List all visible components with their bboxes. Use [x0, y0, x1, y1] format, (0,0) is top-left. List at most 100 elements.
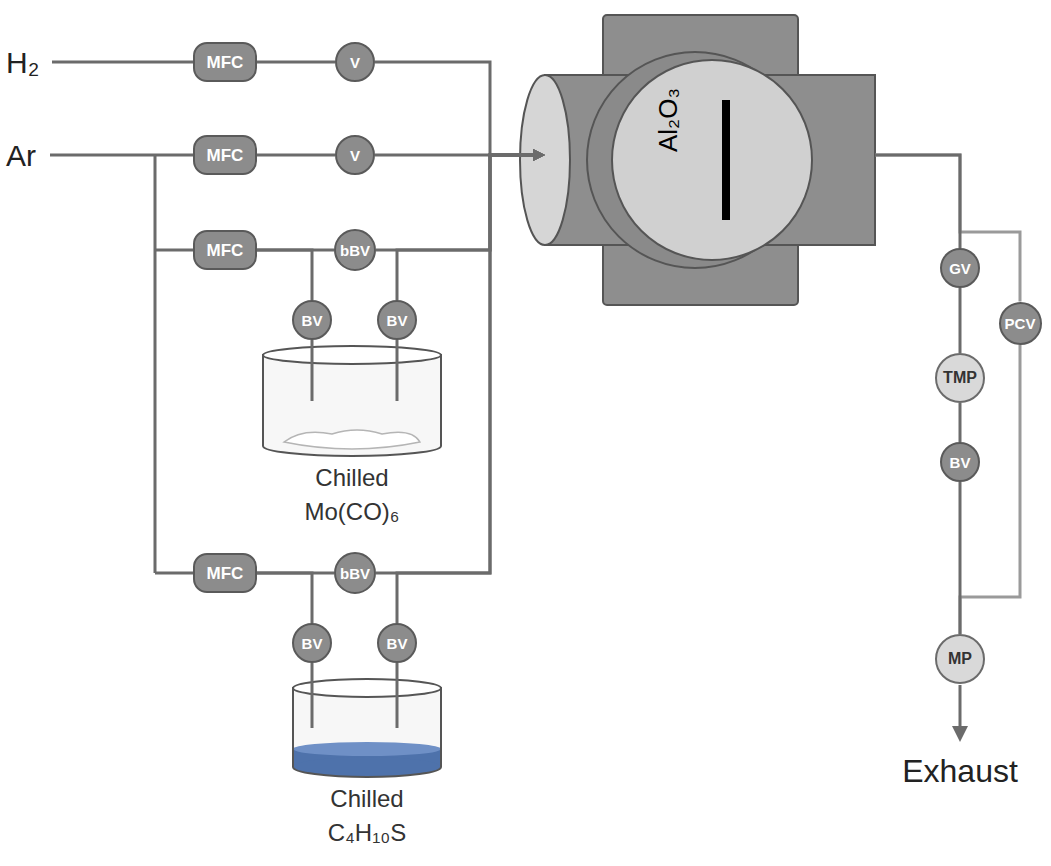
substrate-bar: [722, 100, 730, 220]
ar-feed-line: [50, 154, 194, 157]
dip-tube: [396, 345, 399, 401]
node-text: Chilled C₄H₁₀S: [302, 782, 432, 850]
pipe-connector: [397, 663, 398, 678]
valve-outline-circle: [378, 624, 416, 662]
chamber-window: [612, 60, 812, 260]
node-text: bBV: [340, 243, 370, 258]
valve-circle: V: [335, 135, 375, 175]
node-text: Chilled Mo(CO)₆: [287, 461, 417, 529]
valve-outline-circle: [335, 230, 375, 270]
node-text: BV: [387, 636, 408, 651]
pipe-connector: [875, 155, 960, 248]
node-text: PCV: [1005, 316, 1036, 331]
pipe-line: [396, 340, 399, 345]
pipe-connector: [257, 155, 335, 156]
node-text: MP: [948, 651, 972, 667]
dip-tube: [311, 345, 314, 401]
pipe-connector: [257, 250, 312, 300]
valve-outline-circle: [936, 635, 984, 683]
arrowhead: [533, 149, 545, 161]
node-text: BV: [302, 313, 323, 328]
pipe-connector: [257, 573, 312, 623]
valve-outline-circle: [941, 443, 979, 481]
node-text: MFC: [207, 147, 244, 164]
valve-outline-circle: [336, 43, 374, 81]
valve-circle: bBV: [334, 552, 376, 594]
ar-branch-line: [154, 155, 157, 573]
pipe-connector: [376, 149, 545, 250]
node-text: GV: [949, 261, 971, 276]
node-text: Al₂O₃: [655, 88, 681, 152]
node-text: bBV: [340, 566, 370, 581]
pipe-connector: [397, 340, 398, 345]
bubbler-lid: [293, 679, 441, 697]
pipe-line: [959, 482, 962, 634]
pipe-connector: [257, 62, 335, 63]
pipe-line: [396, 663, 399, 678]
valve-outline-circle: [378, 301, 416, 339]
arrowhead: [533, 149, 545, 161]
node-text: MFC: [207, 565, 244, 582]
label-holder: H₂: [6, 46, 39, 79]
powder-pile: [284, 430, 420, 449]
pipe-connector: [960, 288, 961, 353]
valve-outline-circle: [336, 136, 374, 174]
label-holder: Exhaust: [902, 754, 1018, 789]
pipe-line: [257, 250, 312, 300]
bubbler-outline: [293, 688, 441, 777]
pipe-connector: [875, 155, 1020, 302]
pipe-line: [311, 663, 314, 678]
bubbler-canister: Chilled C₄H₁₀S: [292, 678, 442, 852]
pipe-line: [875, 155, 960, 248]
valve-outline-circle: [335, 553, 375, 593]
valve-outline-circle: [941, 249, 979, 287]
deposition-chamber: Al₂O₃: [545, 10, 875, 300]
arrowhead: [533, 149, 545, 161]
valve-circle: V: [335, 42, 375, 82]
mass-flow-controller: MFC: [193, 553, 257, 593]
pipe-connector: [960, 403, 961, 442]
h2-feed-line: [52, 61, 194, 64]
node-text: BV: [302, 636, 323, 651]
pipe-connector: [397, 149, 545, 300]
arrowhead: [533, 149, 545, 161]
pipe-connector: [960, 482, 961, 634]
arrowhead: [533, 149, 545, 161]
exhaust-arrowhead: [952, 726, 968, 742]
bubbler-outline: [263, 355, 441, 456]
chamber-inlet-face: [520, 75, 570, 245]
valve-circle: bBV: [334, 229, 376, 271]
bubbler-canister: Chilled Mo(CO)₆: [262, 345, 442, 531]
node-text: TMP: [943, 370, 977, 386]
valve-circle: BV: [377, 300, 417, 340]
exhaust-line: [959, 685, 962, 728]
node-text: MFC: [207, 54, 244, 71]
bubbler-lid: [263, 346, 441, 364]
dip-tube: [396, 678, 399, 728]
node-text: BV: [387, 313, 408, 328]
pump-circle: TMP: [935, 353, 985, 403]
valve-circle: GV: [940, 248, 980, 288]
pipe-line: [375, 62, 534, 155]
pipe-line: [875, 155, 1020, 302]
pipe-line: [376, 155, 534, 250]
valve-circle: PCV: [999, 302, 1042, 345]
pump-circle: MP: [935, 634, 985, 684]
bubbler-body: [293, 688, 441, 777]
pipe-line: [257, 154, 335, 157]
arrowhead: [533, 149, 545, 161]
pipe-connector: [312, 663, 313, 678]
valve-circle: BV: [292, 300, 332, 340]
valve-outline-circle: [293, 624, 331, 662]
bubbler-body: [263, 355, 441, 456]
valve-circle: BV: [377, 623, 417, 663]
pipe-connector: [312, 340, 313, 345]
line-label: Ar: [6, 139, 36, 172]
line-label: H₂: [6, 46, 39, 79]
pipe-connector: [375, 62, 545, 161]
pipe-line: [397, 155, 534, 300]
label-holder: Ar: [6, 139, 36, 172]
